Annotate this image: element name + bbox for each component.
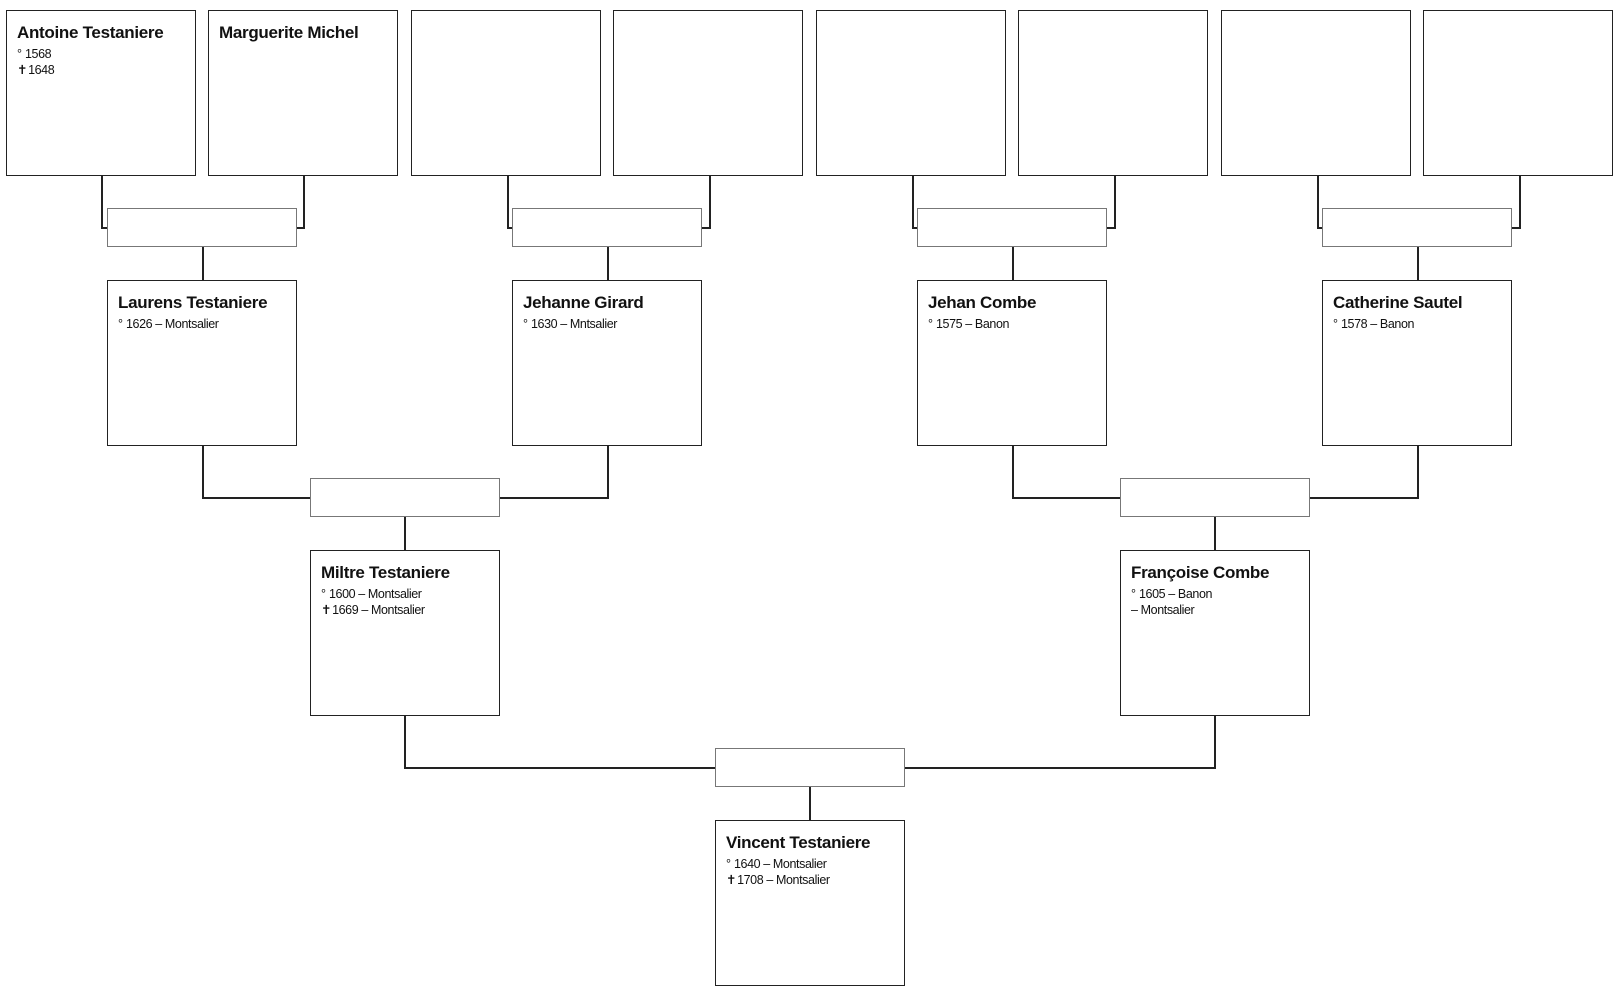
birth-symbol-icon: ° xyxy=(17,47,22,61)
birth-value: 1578 – Banon xyxy=(1341,317,1415,331)
person-name: Vincent Testaniere xyxy=(726,833,871,852)
marriage-box[interactable] xyxy=(107,208,297,247)
connector-line xyxy=(1214,716,1216,769)
person-box-vincent-testaniere[interactable]: Vincent Testaniere °1640 – Montsalier ✝1… xyxy=(715,820,905,986)
birth-value: 1626 – Montsalier xyxy=(126,317,219,331)
birth-value: 1575 – Banon xyxy=(936,317,1010,331)
death-value: 1669 – Montsalier xyxy=(332,603,425,617)
person-box-jehan-combe[interactable]: Jehan Combe °1575 – Banon xyxy=(917,280,1107,446)
marriage-box[interactable] xyxy=(310,478,500,517)
person-name: Catherine Sautel xyxy=(1333,293,1463,312)
person-name: Laurens Testaniere xyxy=(118,293,268,312)
marriage-box[interactable] xyxy=(917,208,1107,247)
connector-line xyxy=(202,247,204,280)
connector-line xyxy=(1114,176,1116,228)
connector-line xyxy=(507,176,509,228)
birth-fact: °1575 – Banon xyxy=(928,316,1098,332)
connector-line xyxy=(607,247,609,280)
death-cross-icon: ✝ xyxy=(17,63,28,77)
birth-value: 1605 – Banon xyxy=(1139,587,1213,601)
connector-line xyxy=(202,446,204,499)
person-name: Marguerite Michel xyxy=(219,23,359,42)
birth-symbol-icon: ° xyxy=(1333,317,1338,331)
birth-value: 1640 – Montsalier xyxy=(734,857,827,871)
connector-line xyxy=(404,716,406,769)
birth-value: 1600 – Montsalier xyxy=(329,587,422,601)
person-name: Antoine Testaniere xyxy=(17,23,164,42)
death-cross-icon: ✝ xyxy=(321,603,332,617)
person-box-empty[interactable] xyxy=(1423,10,1613,176)
connector-line xyxy=(709,176,711,228)
birth-fact: °1605 – Banon xyxy=(1131,586,1301,602)
birth-symbol-icon: ° xyxy=(321,587,326,601)
connector-line xyxy=(912,176,914,228)
birth-fact: °1600 – Montsalier xyxy=(321,586,491,602)
person-box-francoise-combe[interactable]: Françoise Combe °1605 – Banon – Montsali… xyxy=(1120,550,1310,716)
person-name: Françoise Combe xyxy=(1131,563,1270,582)
birth-fact: °1568 xyxy=(17,46,187,62)
person-box-empty[interactable] xyxy=(613,10,803,176)
birth-value: 1630 – Mntsalier xyxy=(531,317,618,331)
connector-line xyxy=(1519,176,1521,228)
person-box-marguerite-michel[interactable]: Marguerite Michel xyxy=(208,10,398,176)
connector-line xyxy=(1214,517,1216,550)
person-name: Jehan Combe xyxy=(928,293,1037,312)
birth-symbol-icon: ° xyxy=(118,317,123,331)
connector-line xyxy=(404,517,406,550)
person-box-laurens-testaniere[interactable]: Laurens Testaniere °1626 – Montsalier xyxy=(107,280,297,446)
marriage-box[interactable] xyxy=(715,748,905,787)
person-name: Jehanne Girard xyxy=(523,293,644,312)
additional-fact: – Montsalier xyxy=(1131,603,1195,617)
person-box-empty[interactable] xyxy=(816,10,1006,176)
birth-value: 1568 xyxy=(25,47,52,61)
connector-line xyxy=(1317,176,1319,228)
connector-line xyxy=(809,787,811,820)
connector-line xyxy=(1012,446,1014,499)
birth-fact: °1630 – Mntsalier xyxy=(523,316,693,332)
marriage-box[interactable] xyxy=(512,208,702,247)
person-box-empty[interactable] xyxy=(411,10,601,176)
birth-fact: °1626 – Montsalier xyxy=(118,316,288,332)
person-box-empty[interactable] xyxy=(1221,10,1411,176)
connector-line xyxy=(1417,446,1419,499)
death-fact: ✝1708 – Montsalier xyxy=(726,872,896,888)
marriage-box[interactable] xyxy=(1322,208,1512,247)
marriage-box[interactable] xyxy=(1120,478,1310,517)
birth-symbol-icon: ° xyxy=(928,317,933,331)
person-box-catherine-sautel[interactable]: Catherine Sautel °1578 – Banon xyxy=(1322,280,1512,446)
person-box-empty[interactable] xyxy=(1018,10,1208,176)
connector-line xyxy=(303,176,305,228)
birth-symbol-icon: ° xyxy=(1131,587,1136,601)
person-box-miltre-testaniere[interactable]: Miltre Testaniere °1600 – Montsalier ✝16… xyxy=(310,550,500,716)
birth-fact: °1640 – Montsalier xyxy=(726,856,896,872)
death-fact: ✝1669 – Montsalier xyxy=(321,602,491,618)
birth-symbol-icon: ° xyxy=(726,857,731,871)
death-value: 1648 xyxy=(28,63,55,77)
connector-line xyxy=(1012,247,1014,280)
person-name: Miltre Testaniere xyxy=(321,563,450,582)
person-box-antoine-testaniere[interactable]: Antoine Testaniere °1568 ✝1648 xyxy=(6,10,196,176)
connector-line xyxy=(101,176,103,228)
death-cross-icon: ✝ xyxy=(726,873,737,887)
connector-line xyxy=(607,446,609,499)
person-box-jehanne-girard[interactable]: Jehanne Girard °1630 – Mntsalier xyxy=(512,280,702,446)
birth-fact: °1578 – Banon xyxy=(1333,316,1503,332)
connector-line xyxy=(1417,247,1419,280)
birth-symbol-icon: ° xyxy=(523,317,528,331)
death-fact: ✝1648 xyxy=(17,62,187,78)
death-value: 1708 – Montsalier xyxy=(737,873,830,887)
